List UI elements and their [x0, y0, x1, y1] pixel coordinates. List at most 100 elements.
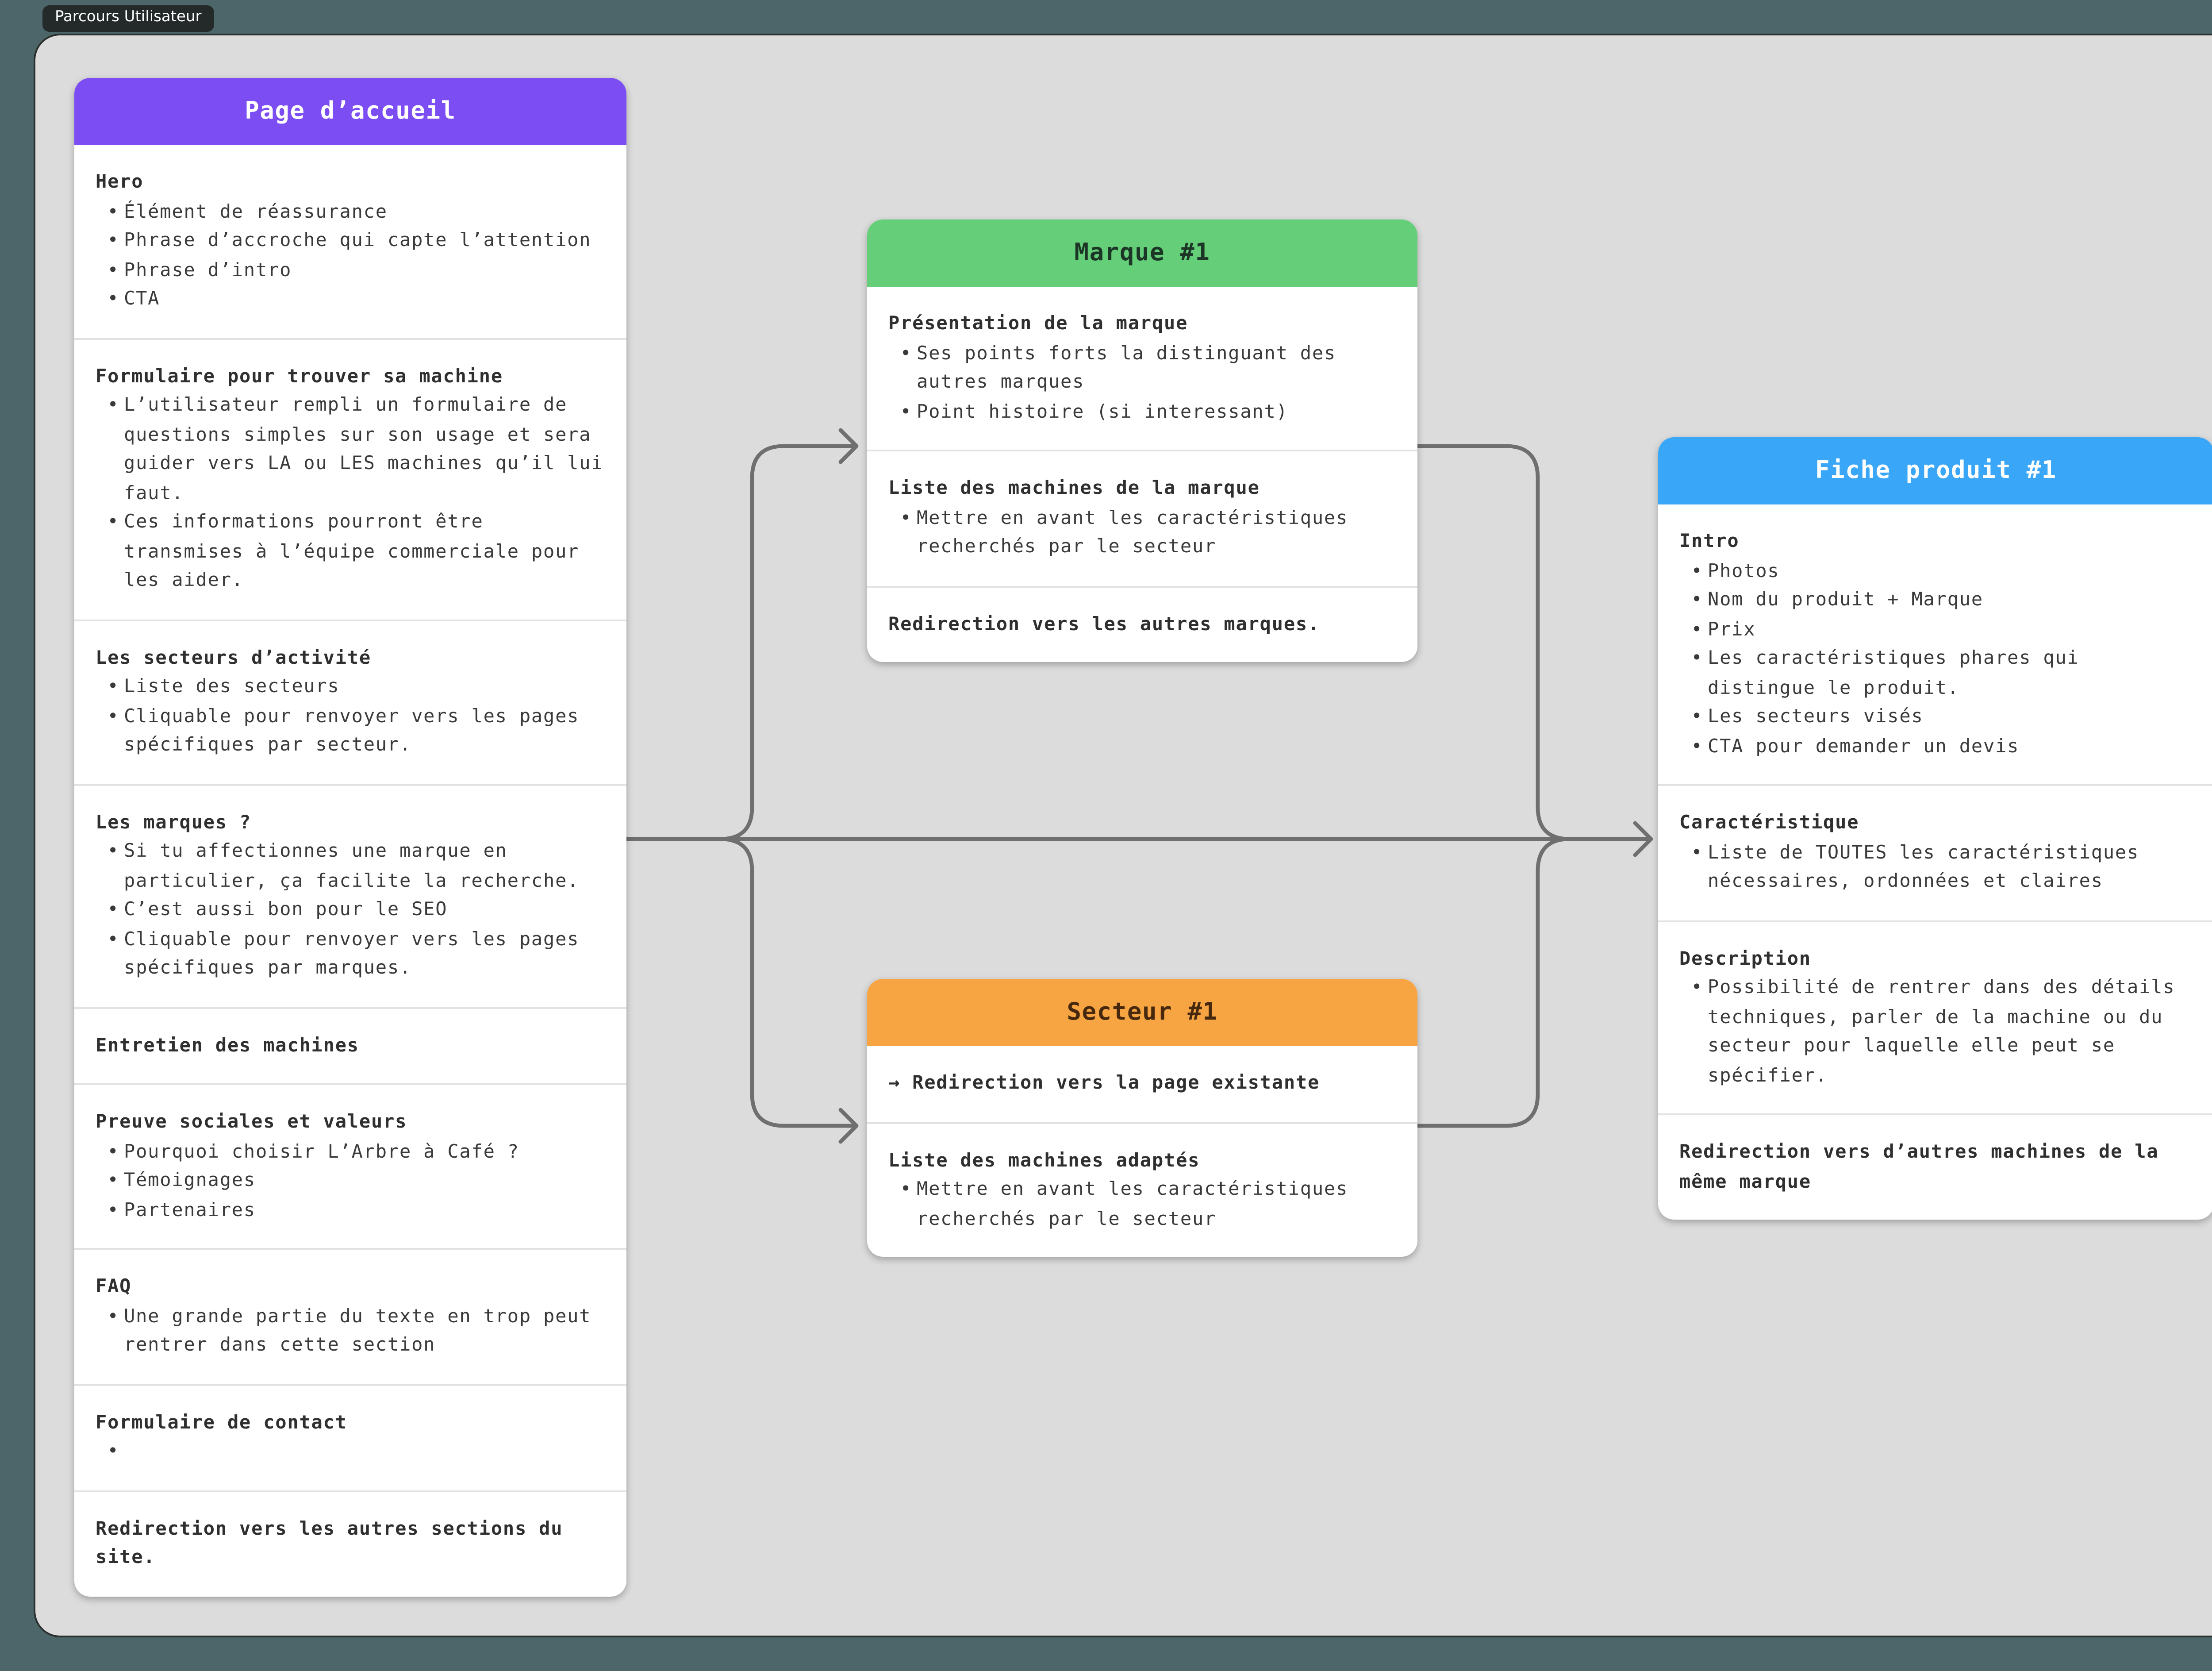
bullet-dot-icon: •: [107, 841, 119, 862]
bullet-text: Mettre en avant les caractéristiques rec…: [917, 507, 1348, 558]
card-section[interactable]: Hero•Élément de réassurance•Phrase d’acc…: [74, 145, 626, 337]
bullet-dot-icon: •: [900, 343, 912, 364]
bullet-text: Les secteurs visés: [1708, 706, 1924, 728]
section-title: Entretien des machines: [96, 1035, 359, 1056]
bullet-item: •Possibilité de rentrer dans des détails…: [1679, 974, 2193, 1090]
section-title: Formulaire pour trouver sa machine: [96, 366, 503, 387]
card-header: Page d’accueil: [74, 78, 626, 145]
card-title: Marque #1: [1074, 239, 1210, 267]
section-title: Redirection vers les autres marques.: [888, 613, 1320, 635]
bullet-dot-icon: •: [1691, 589, 1703, 611]
bullet-item: •C’est aussi bon pour le SEO: [96, 896, 605, 925]
bullet-text: Cliquable pour renvoyer vers les pages s…: [124, 928, 580, 979]
bullet-dot-icon: •: [900, 507, 912, 528]
card-section[interactable]: Formulaire pour trouver sa machine •L’uti…: [74, 337, 626, 619]
card-section[interactable]: → Redirection vers la page existante: [867, 1046, 1417, 1121]
bullet-item: •Liste des secteurs: [96, 673, 605, 702]
bullet-text: Phrase d’accroche qui capte l’attention: [124, 230, 591, 251]
bullet-item: •CTA: [96, 285, 605, 314]
card-section[interactable]: Redirection vers les autres sections du …: [74, 1490, 626, 1596]
bullet-item: •Photos: [1679, 557, 2193, 586]
bullet-item: •Témoignages: [96, 1167, 605, 1196]
card-section[interactable]: Liste des machines de la marque •Mettre e…: [867, 450, 1417, 585]
section-title: Les secteurs d’activité: [96, 647, 371, 668]
bullet-item: •Mettre en avant les caractéristiques re…: [888, 1175, 1396, 1234]
bullet-dot-icon: •: [107, 1441, 119, 1462]
bullet-text: Mettre en avant les caractéristiques rec…: [917, 1179, 1348, 1229]
card-section[interactable]: Formulaire de contact•: [74, 1383, 626, 1490]
card-header: Fiche produit #1: [1658, 437, 2212, 504]
section-title: Liste des machines adaptés: [888, 1150, 1200, 1171]
bullet-dot-icon: •: [107, 289, 119, 310]
card-section[interactable]: Redirection vers d’autres machines de la…: [1658, 1113, 2212, 1220]
board-section-badge[interactable]: Parcours Utilisateur: [42, 5, 214, 32]
section-title: Hero: [96, 172, 144, 193]
card-section[interactable]: Caractéristique•Liste de TOUTES les cara…: [1658, 784, 2212, 920]
bullet-dot-icon: •: [1691, 735, 1703, 757]
section-title: Liste des machines de la marque: [888, 478, 1260, 499]
card-title: Fiche produit #1: [1815, 457, 2057, 485]
bullet-item: •Nom du produit + Marque: [1679, 586, 2193, 615]
bullet-text: Prix: [1708, 619, 1756, 640]
card-section[interactable]: FAQ•Une grande partie du texte en trop p…: [74, 1248, 626, 1383]
bullet-dot-icon: •: [107, 676, 119, 697]
bullet-item: •Si tu affectionnes une marque en partic…: [96, 837, 605, 896]
card-section[interactable]: Liste des machines adaptés •Mettre en ava…: [867, 1121, 1417, 1257]
bullet-item: •Partenaires: [96, 1196, 605, 1225]
card-secteur-1[interactable]: Secteur #1→ Redirection vers la page exi…: [867, 979, 1417, 1257]
card-header: Secteur #1: [867, 979, 1417, 1046]
bullet-item: •L’utilisateur rempli un formulaire de q…: [96, 391, 605, 508]
bullet-item: •Les secteurs visés: [1679, 703, 2193, 732]
bullet-dot-icon: •: [1691, 648, 1703, 669]
bullet-text: Élément de réassurance: [124, 201, 388, 222]
bullet-dot-icon: •: [107, 899, 119, 920]
bullet-text: Une grande partie du texte en trop peut …: [124, 1305, 591, 1356]
bullet-text: Ses points forts la distinguant des autr…: [917, 343, 1336, 393]
card-section[interactable]: Entretien des machines: [74, 1006, 626, 1083]
bullet-item: •Pourquoi choisir L’Arbre à Café ?: [96, 1137, 605, 1167]
bullet-dot-icon: •: [107, 1141, 119, 1162]
bullet-dot-icon: •: [107, 1199, 119, 1221]
card-header: Marque #1: [867, 219, 1417, 287]
bullet-dot-icon: •: [107, 395, 119, 416]
bullet-dot-icon: •: [1691, 842, 1703, 863]
card-section[interactable]: Intro•Photos•Nom du produit + Marque•Pri…: [1658, 504, 2212, 784]
bullet-item: •Point histoire (si interessant): [888, 397, 1396, 427]
card-section[interactable]: Présentation de la marque •Ses points for…: [867, 287, 1417, 450]
bullet-item: •Ses points forts la distinguant des aut…: [888, 339, 1396, 397]
bullet-dot-icon: •: [107, 1305, 119, 1327]
section-title: Redirection vers d’autres machines de la…: [1679, 1142, 2159, 1192]
card-section[interactable]: Preuve sociales et valeurs•Pourquoi choi…: [74, 1083, 626, 1248]
bullet-item: •Mettre en avant les caractéristiques re…: [888, 504, 1396, 562]
bullet-item: •Élément de réassurance: [96, 197, 605, 227]
bullet-item: •Phrase d’intro: [96, 256, 605, 285]
bullet-item: •Phrase d’accroche qui capte l’attention: [96, 227, 605, 256]
bullet-item: •Cliquable pour renvoyer vers les pages …: [96, 925, 605, 983]
bullet-item: •Les caractéristiques phares qui disting…: [1679, 644, 2193, 703]
section-title: Présentation de la marque: [888, 313, 1188, 335]
bullet-item: •Cliquable pour renvoyer vers les pages …: [96, 702, 605, 760]
card-section[interactable]: Description •Possibilité de rentrer dans …: [1658, 920, 2212, 1113]
bullet-item: •CTA pour demander un devis: [1679, 732, 2193, 761]
bullet-dot-icon: •: [107, 512, 119, 533]
card-section[interactable]: Les marques ?•Si tu affectionnes une mar…: [74, 783, 626, 1006]
card-section[interactable]: Les secteurs d’activité •Liste des secteu…: [74, 619, 626, 783]
section-title: Description: [1679, 948, 1811, 969]
bullet-text: Si tu affectionnes une marque en particu…: [124, 841, 580, 891]
bullet-dot-icon: •: [107, 1170, 119, 1191]
bullet-text: Liste des secteurs: [124, 676, 340, 697]
bullet-text: CTA pour demander un devis: [1708, 735, 2020, 757]
bullet-text: Pourquoi choisir L’Arbre à Café ?: [124, 1141, 519, 1162]
card-section[interactable]: Redirection vers les autres marques.: [867, 585, 1417, 662]
section-title: Les marques ?: [96, 812, 252, 833]
bullet-dot-icon: •: [107, 928, 119, 950]
bullet-dot-icon: •: [1691, 619, 1703, 640]
section-title: Intro: [1679, 531, 1740, 552]
bullet-dot-icon: •: [107, 230, 119, 251]
card-fiche-produit-1[interactable]: Fiche produit #1 Intro •Photos•Nom du prod…: [1658, 437, 2212, 1220]
bullet-text: C’est aussi bon pour le SEO: [124, 899, 448, 920]
